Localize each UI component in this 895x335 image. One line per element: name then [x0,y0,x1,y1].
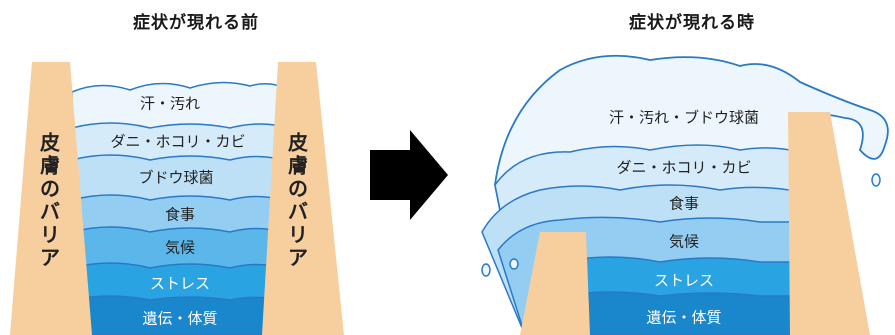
left-label-mites: ダニ・ホコリ・カビ [110,133,245,151]
right-label-sweat-staph: 汗・汚れ・ブドウ球菌 [609,109,759,127]
transition-arrow [370,130,448,220]
left-label-stress: ストレス [150,275,210,293]
svg-text:膚: 膚 [40,154,60,178]
svg-text:ア: ア [40,246,60,270]
left-barrier-wall-left [10,62,92,335]
droplet-1 [481,263,491,277]
droplet-2 [509,258,519,270]
before-symptoms-title: 症状が現れる前 [133,13,259,33]
right-panel: 汗・汚れ・ブドウ球菌 ダニ・ホコリ・カビ 食事 気候 ストレス 遺伝・体質 [481,54,889,335]
svg-text:ア: ア [288,246,308,270]
right-label-mites: ダニ・ホコリ・カビ [616,159,751,177]
left-label-staph: ブドウ球菌 [138,169,213,187]
left-wall-text: 皮 膚 の バ リ ア [40,131,60,270]
right-wall-text: 皮 膚 の バ リ ア [288,131,308,270]
svg-text:バ: バ [40,200,60,224]
right-label-stress: ストレス [654,272,714,290]
right-barrier-wall-left [520,232,590,335]
right-barrier-wall-right [788,112,870,335]
during-symptoms-title: 症状が現れる時 [629,13,755,33]
svg-text:リ: リ [40,223,60,247]
svg-text:の: の [288,177,308,201]
svg-text:皮: 皮 [288,131,308,155]
svg-text:リ: リ [288,223,308,247]
right-layer-genetics [559,291,801,335]
left-label-genetics: 遺伝・体質 [142,310,217,328]
svg-text:バ: バ [288,200,308,224]
svg-text:皮: 皮 [40,131,60,155]
right-label-diet: 食事 [669,195,699,213]
left-panel: 汗・汚れ ダニ・ホコリ・カビ ブドウ球菌 食事 気候 ストレス 遺伝・体質 皮 … [10,62,344,335]
left-label-climate: 気候 [165,239,195,257]
left-label-sweat: 汗・汚れ [140,95,200,113]
svg-text:膚: 膚 [288,154,308,178]
right-label-climate: 気候 [669,233,699,251]
right-label-genetics: 遺伝・体質 [646,309,721,327]
svg-text:の: の [40,177,60,201]
left-label-diet: 食事 [165,206,195,224]
droplet-3 [871,173,881,187]
left-barrier-wall-right [262,62,344,335]
